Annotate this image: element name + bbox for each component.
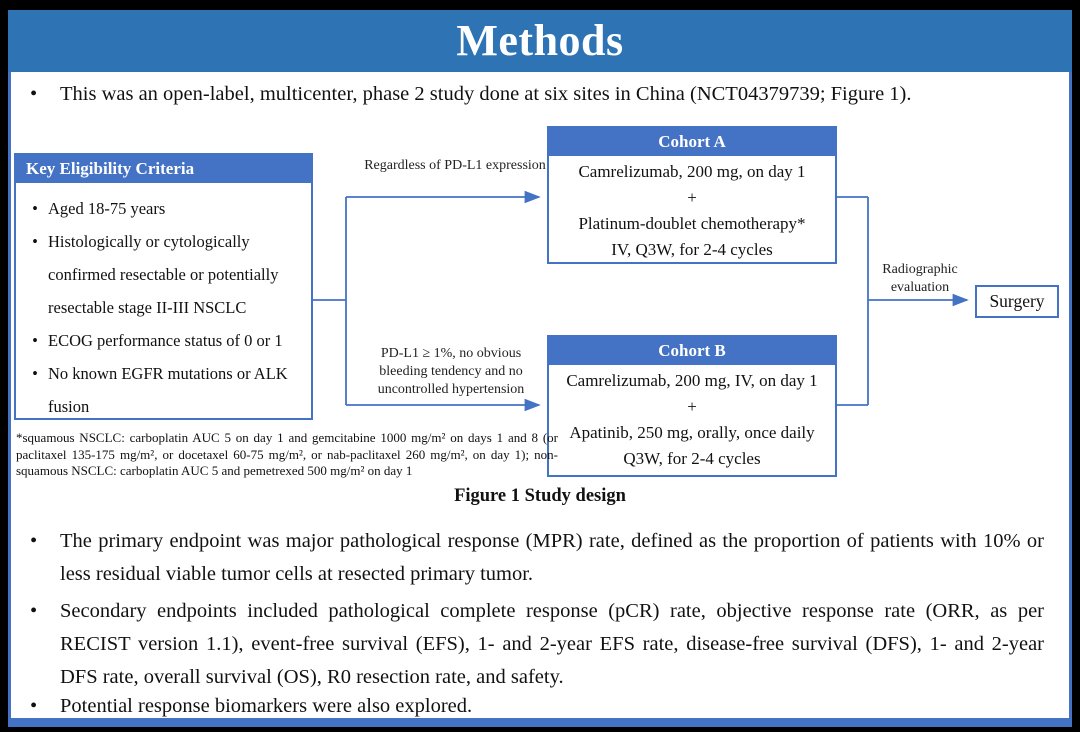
eligibility-item: • Histologically or cytologically confir… — [22, 225, 309, 324]
bullet-primary-endpoint-text: The primary endpoint was major pathologi… — [60, 530, 1044, 585]
bullet-biomarkers: • Potential response biomarkers were als… — [30, 690, 1044, 723]
cohort-a-line: Camrelizumab, 200 mg, on day 1 — [578, 162, 806, 181]
slide: Methods • This was an open-label, multic… — [8, 10, 1072, 727]
eligibility-list: • Aged 18-75 years • Histologically or c… — [16, 183, 311, 423]
bullet-marker: • — [32, 364, 38, 383]
radiographic-evaluation-label: Radiographic evaluation — [882, 262, 958, 295]
title-banner: Methods — [8, 10, 1072, 72]
bullet-secondary-endpoints-text: Secondary endpoints included pathologica… — [60, 600, 1044, 688]
bullet-secondary-endpoints: • Secondary endpoints included pathologi… — [30, 595, 1044, 694]
cohort-a-box: Cohort A Camrelizumab, 200 mg, on day 1 … — [547, 126, 837, 264]
arrow-label-pdl1-regardless: Regardless of PD-L1 expression — [364, 158, 546, 173]
cohort-b-line: Camrelizumab, 200 mg, IV, on day 1 — [566, 371, 818, 390]
eligibility-header: Key Eligibility Criteria — [16, 155, 311, 183]
cohort-b-line: Apatinib, 250 mg, orally, once daily — [569, 423, 815, 442]
eligibility-item: • ECOG performance status of 0 or 1 — [22, 324, 309, 357]
cohort-b-line: Q3W, for 2-4 cycles — [623, 449, 761, 468]
bullet-study-description: • This was an open-label, multicenter, p… — [30, 78, 1044, 111]
bullet-marker: • — [32, 232, 38, 251]
page-title: Methods — [456, 16, 624, 65]
bullet-marker: • — [30, 600, 38, 622]
surgery-label: Surgery — [989, 291, 1045, 311]
surgery-box: Surgery — [975, 285, 1059, 318]
bullet-marker: • — [30, 530, 38, 552]
bullet-marker: • — [30, 83, 38, 105]
figure-caption: Figure 1 Study design — [454, 486, 626, 506]
cohort-a-header: Cohort A — [549, 128, 835, 156]
cohort-a-line: Platinum-doublet chemotherapy* — [578, 214, 806, 233]
chemotherapy-footnote: *squamous NSCLC: carboplatin AUC 5 on da… — [16, 430, 558, 478]
cohort-b-line: + — [687, 397, 697, 416]
bullet-marker: • — [32, 199, 38, 218]
bullet-marker: • — [30, 695, 38, 717]
eligibility-item: • Aged 18-75 years — [22, 192, 309, 225]
cohort-b-box: Cohort B Camrelizumab, 200 mg, IV, on da… — [547, 335, 837, 477]
cohort-a-body: Camrelizumab, 200 mg, on day 1 + Platinu… — [549, 156, 835, 263]
bullet-primary-endpoint: • The primary endpoint was major patholo… — [30, 525, 1044, 591]
bullet-marker: • — [32, 331, 38, 350]
eligibility-item: • No known EGFR mutations or ALK fusion — [22, 357, 309, 423]
cohort-a-line: + — [687, 188, 697, 207]
arrow-label-pdl1-positive: PD-L1 ≥ 1%, no obvious bleeding tendency… — [377, 346, 525, 397]
cohort-b-header: Cohort B — [549, 337, 835, 365]
cohort-b-body: Camrelizumab, 200 mg, IV, on day 1 + Apa… — [549, 365, 835, 472]
cohort-a-line: IV, Q3W, for 2-4 cycles — [611, 240, 773, 259]
eligibility-box: Key Eligibility Criteria • Aged 18-75 ye… — [14, 153, 313, 420]
bullet-study-description-text: This was an open-label, multicenter, pha… — [60, 83, 912, 105]
bullet-biomarkers-text: Potential response biomarkers were also … — [60, 695, 473, 717]
